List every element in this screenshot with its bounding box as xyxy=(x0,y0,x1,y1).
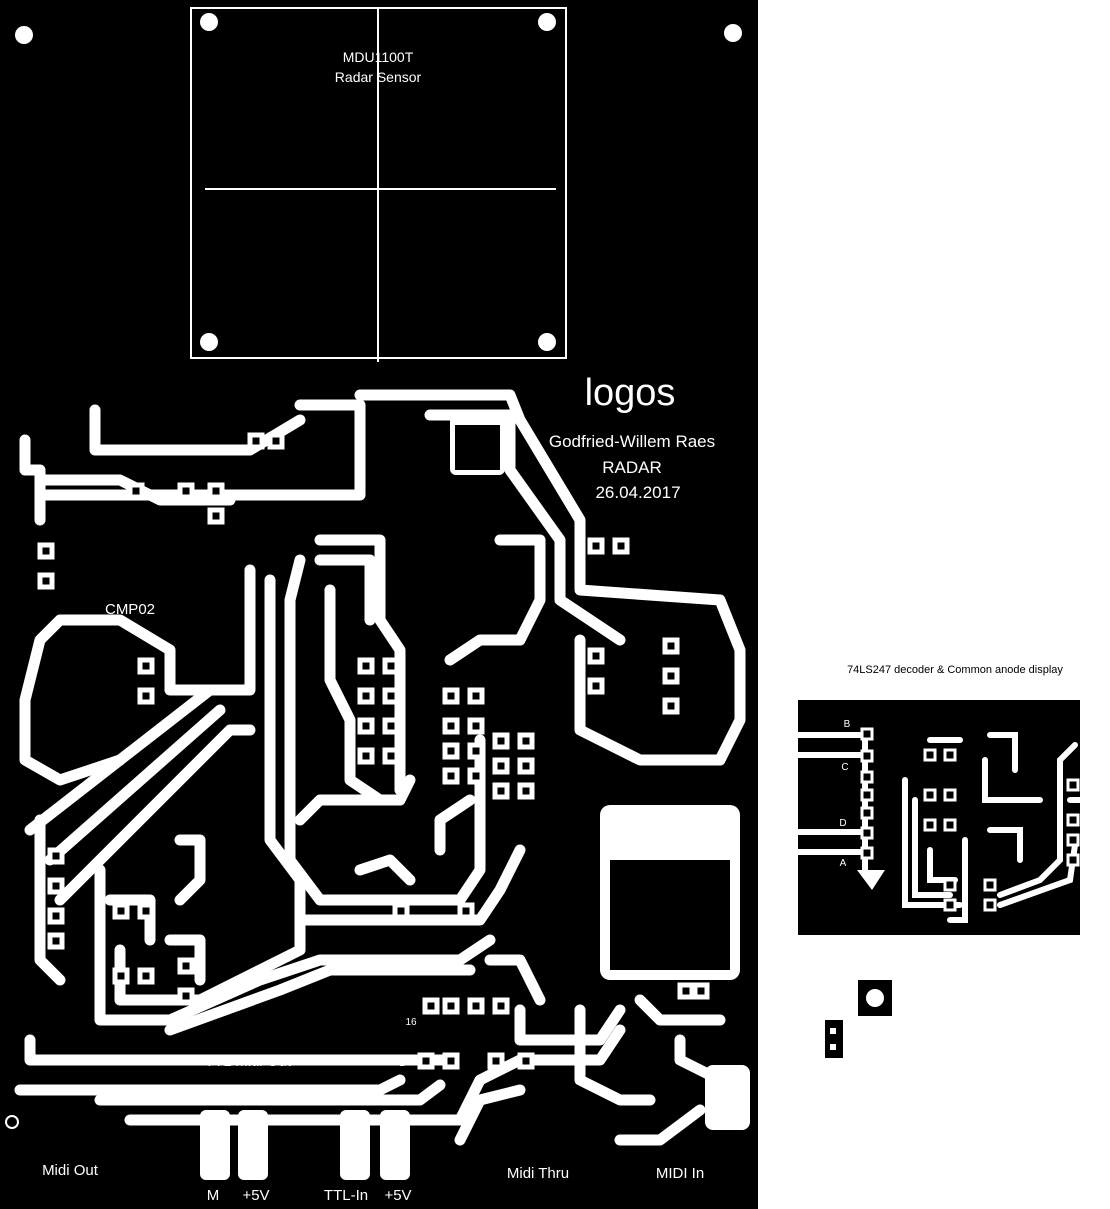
input-label-a: A xyxy=(840,858,847,869)
input-label-d: D xyxy=(839,818,846,829)
radar-sensor-footprint xyxy=(190,7,567,362)
board-labels: MDU1100T Radar Sensor logos Godfried-Wil… xyxy=(42,49,715,1204)
display-module-title: 74LS247 decoder & Common anode display xyxy=(847,664,1063,676)
ic-pads xyxy=(37,432,710,1070)
input-label-b: B xyxy=(844,719,851,730)
display-module: 74LS247 decoder & Common anode display xyxy=(795,664,1088,935)
pin-16-label: 16 xyxy=(405,1017,417,1028)
sensor-label-1: MDU1100T xyxy=(343,49,414,65)
midi-thru-label: Midi Thru xyxy=(507,1165,569,1182)
input-label-c: C xyxy=(841,762,848,773)
pcb-traces xyxy=(14,389,746,1146)
sensor-label-2: Radar Sensor xyxy=(335,69,422,85)
project-text: RADAR xyxy=(602,458,662,477)
loose-pads xyxy=(825,980,892,1058)
copper-pads xyxy=(200,415,750,1180)
midi-out-label: Midi Out xyxy=(42,1162,99,1179)
midi-in-label: MIDI In xyxy=(656,1165,704,1182)
author-text: Godfried-Willem Raes xyxy=(549,432,715,451)
ttl-in-label: TTL-In xyxy=(324,1187,368,1204)
ttl-midi-out-label: TTL Midi Out xyxy=(205,1053,292,1070)
logo-text: logos xyxy=(585,372,676,414)
plus5v-label-b: +5V xyxy=(384,1187,411,1204)
date-text: 26.04.2017 xyxy=(595,483,680,502)
pin-1-label: 1 xyxy=(399,1058,405,1069)
cmp-label: CMP02 xyxy=(105,601,155,618)
m-label: M xyxy=(207,1187,220,1204)
plus5v-label-a: +5V xyxy=(242,1187,269,1204)
